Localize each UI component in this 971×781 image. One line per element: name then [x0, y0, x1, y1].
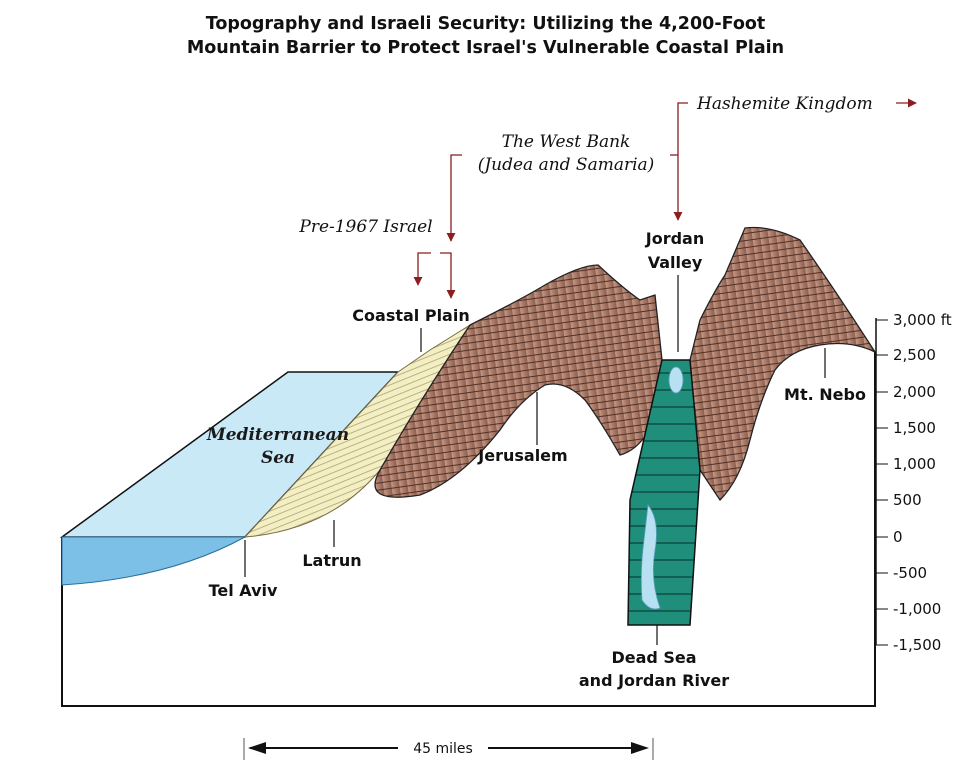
dead-sea-water	[640, 503, 661, 610]
dead-sea-label: Dead Sea	[611, 648, 696, 667]
pre1967-israel-label: Pre-1967 Israel	[298, 217, 432, 237]
scale-bar-label: 45 miles	[413, 741, 473, 757]
judea-samaria-label: (Judea and Samaria)	[478, 155, 655, 175]
tick-neg1500: -1,500	[876, 636, 941, 654]
tick-label: -500	[893, 564, 927, 582]
tick-1500: 1,500	[876, 419, 936, 437]
scale-bar: 45 miles	[243, 738, 654, 760]
tick-500: 500	[876, 491, 922, 509]
jordan-label: Jordan	[645, 229, 704, 248]
tick-label: 500	[893, 491, 922, 509]
hashemite-arrow-left	[673, 102, 688, 221]
sea-label: Sea	[261, 448, 295, 468]
tick-label: 3,000 ft	[893, 311, 952, 329]
tick-2500: 2,500	[876, 346, 936, 364]
leader-lines	[244, 275, 826, 645]
tick-0: 0	[876, 528, 903, 546]
west-bank-arrow-left	[446, 154, 462, 242]
tick-3000: 3,000 ft	[876, 311, 952, 329]
valley-label: Valley	[648, 253, 703, 272]
latrun-label: Latrun	[302, 551, 361, 570]
tel-aviv-label: Tel Aviv	[209, 581, 278, 600]
diagram-title: Topography and Israeli Security: Utilizi…	[0, 12, 971, 60]
west-bank-label: The West Bank	[502, 132, 631, 152]
mediterranean-sea-depth	[61, 536, 246, 586]
western-mountains	[374, 264, 663, 498]
tick-neg500: -500	[876, 564, 927, 582]
tick-label: 2,000	[893, 383, 936, 401]
coastal-plain-label: Coastal Plain	[352, 306, 469, 325]
pre1967-arrow-b	[440, 252, 456, 299]
jerusalem-label: Jerusalem	[477, 446, 567, 465]
tick-label: -1,000	[893, 600, 941, 618]
hashemite-kingdom-label: Hashemite Kingdom	[696, 94, 873, 114]
elevation-ticks: 3,000 ft 2,500 2,000 1,500 1,000 500 0 -…	[876, 311, 952, 654]
jordan-river-label: and Jordan River	[579, 671, 729, 690]
region-arrows	[413, 98, 917, 299]
tick-1000: 1,000	[876, 455, 936, 473]
tick-label: 2,500	[893, 346, 936, 364]
tick-label: -1,500	[893, 636, 941, 654]
eastern-mountains	[689, 226, 877, 502]
pre1967-arrow-a	[413, 252, 431, 286]
title-line-1: Topography and Israeli Security: Utilizi…	[205, 14, 766, 34]
tick-neg1000: -1,000	[876, 600, 941, 618]
mediterranean-label: Mediterranean	[206, 425, 349, 445]
mt-nebo-label: Mt. Nebo	[784, 385, 866, 404]
tick-2000: 2,000	[876, 383, 936, 401]
tick-label: 0	[893, 528, 903, 546]
title-line-2: Mountain Barrier to Protect Israel's Vul…	[186, 38, 785, 58]
sea-of-galilee	[668, 366, 684, 394]
tick-label: 1,500	[893, 419, 936, 437]
tick-label: 1,000	[893, 455, 936, 473]
